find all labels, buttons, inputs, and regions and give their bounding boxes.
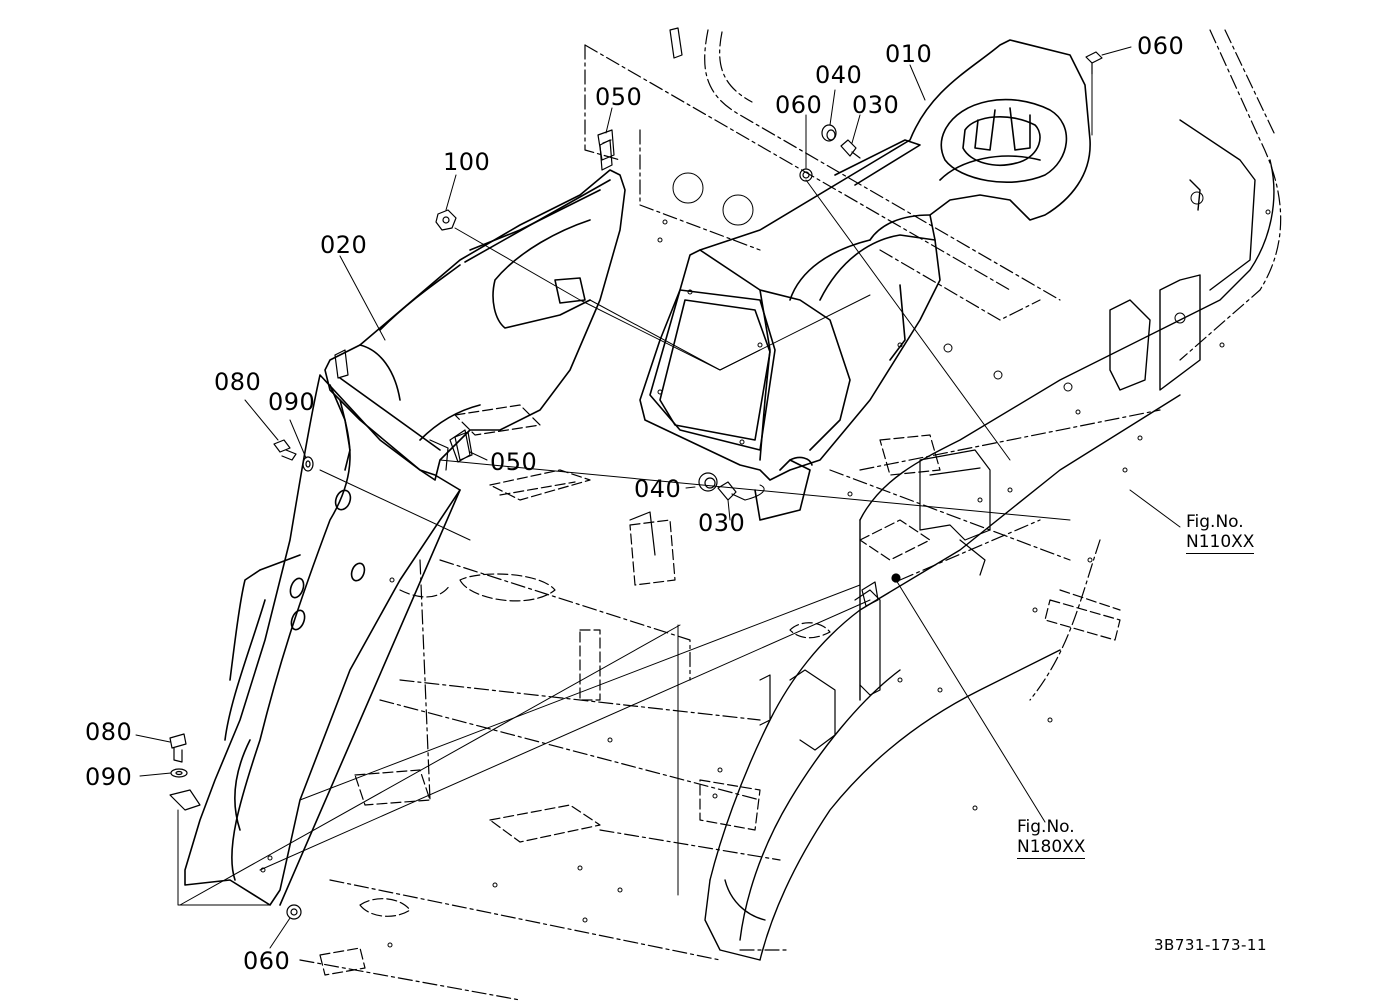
callout-100: 100 — [443, 148, 491, 176]
callout-090-upper: 090 — [268, 388, 316, 416]
leader-lines — [135, 46, 1181, 949]
part-020-panel — [324, 169, 626, 481]
mounting-holes — [260, 172, 1271, 948]
figure-ref-n110xx-code: N110XX — [1186, 532, 1255, 554]
callout-010: 010 — [885, 40, 933, 68]
callout-050-top: 050 — [595, 83, 643, 111]
figure-ref-n110xx[interactable]: Fig.No. N110XX — [1186, 512, 1255, 554]
hardware — [169, 51, 1103, 920]
part-010-cover — [639, 39, 1091, 521]
bracket-plates — [169, 27, 991, 811]
chassis-frame — [299, 29, 1282, 1001]
callout-030-top: 030 — [852, 91, 900, 119]
callout-040-top: 040 — [815, 61, 863, 89]
callout-060-bottom: 060 — [243, 947, 291, 975]
callout-040-lower: 040 — [634, 475, 682, 503]
callout-050-middle: 050 — [490, 448, 538, 476]
callout-090-lower: 090 — [85, 763, 133, 791]
floor-panel — [319, 404, 1121, 976]
figure-ref-n180xx[interactable]: Fig.No. N180XX — [1017, 817, 1086, 859]
left-side-panel — [184, 374, 461, 906]
right-fender-frame — [704, 119, 1275, 961]
figure-ref-n180xx-label: Fig.No. — [1017, 817, 1075, 837]
callout-080-lower: 080 — [85, 718, 133, 746]
callout-060-top-right: 060 — [1137, 32, 1185, 60]
callout-030-lower: 030 — [698, 509, 746, 537]
callout-080-upper: 080 — [214, 368, 262, 396]
figure-ref-n180xx-code: N180XX — [1017, 837, 1086, 859]
drawing-number: 3B731-173-11 — [1154, 936, 1268, 954]
figure-ref-n110xx-label: Fig.No. — [1186, 512, 1244, 532]
callout-060-top-middle: 060 — [775, 91, 823, 119]
callout-020: 020 — [320, 231, 368, 259]
